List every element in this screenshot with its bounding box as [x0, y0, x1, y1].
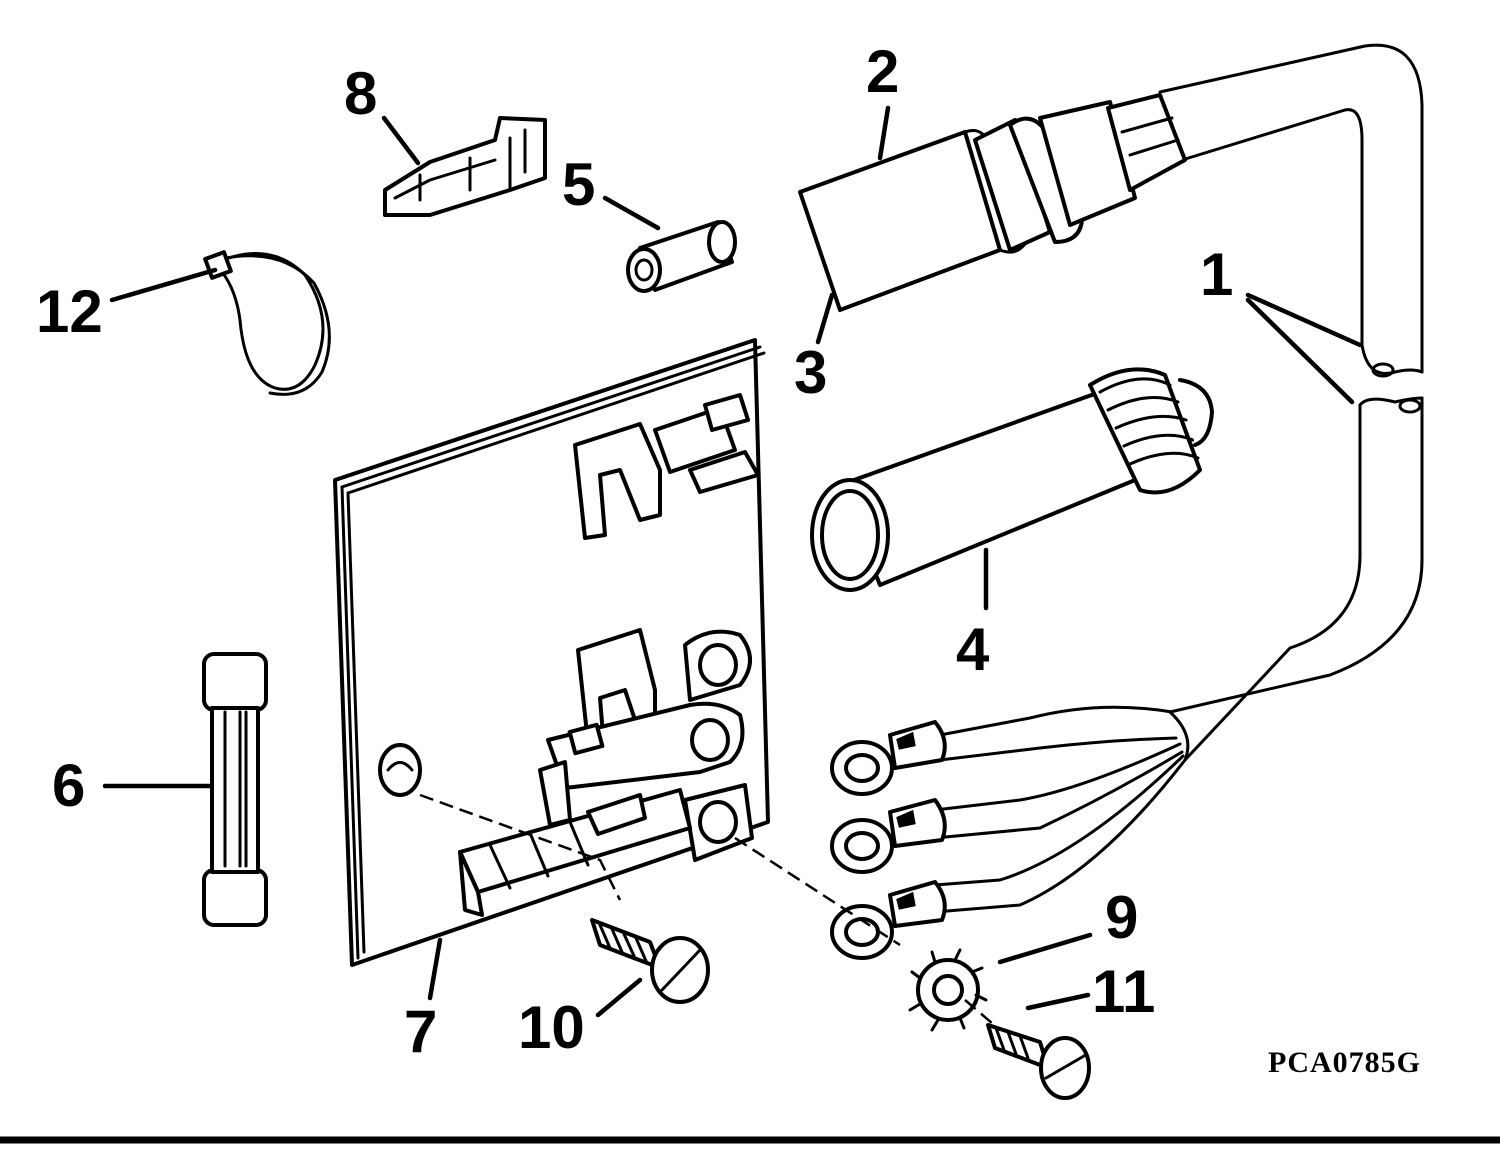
lock-washer: [908, 948, 988, 1032]
callout-2: 2: [866, 38, 899, 105]
ring-terminal-middle: [830, 798, 947, 874]
terminal-board: [333, 338, 770, 967]
spade-terminal: [383, 116, 547, 217]
ring-terminal-top: [830, 720, 947, 796]
figure-reference-code: PCA0785G: [1268, 1046, 1421, 1079]
rubber-boot: [810, 367, 1214, 592]
cable-tie: [203, 250, 331, 396]
callout-7: 7: [404, 998, 437, 1065]
callout-11: 11: [1092, 958, 1155, 1025]
callout-3: 3: [794, 339, 827, 406]
callout-8: 8: [344, 60, 377, 127]
board-screw: [590, 918, 710, 1004]
callout-4: 4: [956, 616, 990, 683]
small-sleeve: [626, 220, 737, 293]
callout-5: 5: [562, 151, 595, 218]
callout-1: 1: [1200, 241, 1233, 308]
terminal-screw: [986, 1023, 1091, 1100]
wire-harness-cable: [933, 43, 1424, 914]
leader-lines: [102, 105, 1363, 1018]
ring-terminal-bottom: [830, 880, 947, 960]
callout-6: 6: [52, 752, 85, 819]
connector-plug: [798, 93, 1187, 312]
callout-12: 12: [36, 278, 103, 345]
callout-9: 9: [1105, 884, 1138, 951]
callout-10: 10: [518, 994, 585, 1061]
ring-terminals: [830, 720, 947, 960]
callout-labels: 1 2 3 4 5 6 7 8 9 10 11 12: [36, 38, 1233, 1065]
fuse: [202, 652, 268, 927]
assembly-guide-lines: [419, 793, 1001, 1031]
